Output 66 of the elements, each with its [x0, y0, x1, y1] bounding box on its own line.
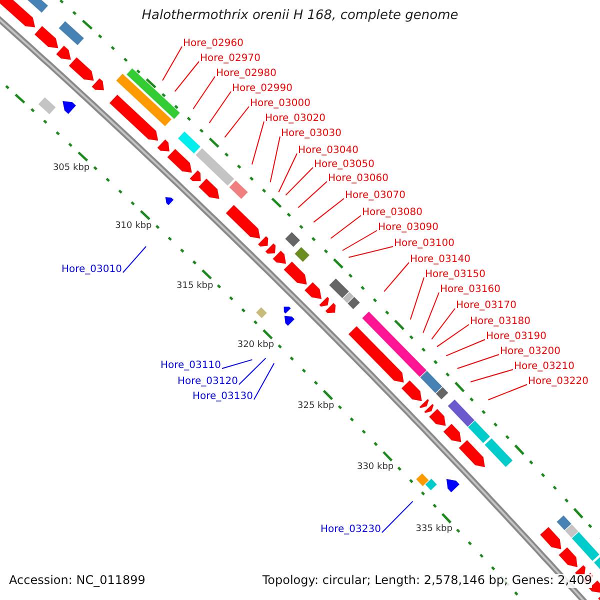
leader-line — [488, 384, 528, 400]
leader-line — [342, 230, 378, 251]
gene-label: Hore_03060 — [328, 173, 388, 184]
gene-label: Hore_03040 — [298, 145, 358, 156]
gene-label: Hore_02960 — [183, 38, 244, 50]
gene-label: Hore_03230 — [320, 524, 381, 536]
scale-label: 325 kbp — [296, 400, 336, 412]
leader-line — [384, 262, 410, 292]
gene-label: Hore_02990 — [232, 83, 292, 94]
scale-label: 335 kbp — [414, 524, 454, 534]
gene-label: Hore_02980 — [216, 68, 276, 80]
gene-label: Hore_03200 — [500, 346, 560, 358]
leader-line — [298, 181, 328, 208]
leader-line — [254, 362, 275, 400]
leader-line — [192, 76, 216, 110]
scale-label: 310 kbp — [114, 221, 153, 232]
gene-label: Hore_03120 — [178, 376, 238, 388]
leader-line — [422, 292, 440, 334]
gene-label: Hore_03130 — [192, 391, 253, 402]
leader-line — [348, 246, 394, 258]
leader-line — [436, 324, 470, 348]
leader-line — [252, 121, 264, 165]
leader-line — [208, 91, 232, 124]
gene-label: Hore_03190 — [486, 331, 546, 342]
leader-line — [382, 500, 414, 533]
leader-line — [410, 277, 424, 320]
gene-label: Hore_03140 — [410, 254, 470, 266]
leader-line — [270, 136, 280, 183]
gene-label: Hore_03150 — [425, 269, 486, 280]
leader-line — [222, 359, 253, 369]
leader-line — [313, 198, 344, 223]
gene-label: Hore_03100 — [394, 238, 454, 250]
scale-label: 330 kbp — [356, 462, 395, 472]
gene-label: Hore_03180 — [470, 316, 530, 328]
leader-line — [330, 215, 362, 239]
scale-label: 315 kbp — [176, 280, 214, 291]
leader-line — [224, 106, 250, 138]
gene-label: Hore_03160 — [440, 284, 500, 296]
leader-line — [238, 358, 266, 385]
gene-label: Hore_03010 — [62, 264, 122, 276]
title: Halothermothrix orenii H 168, complete genome — [140, 9, 460, 24]
scale-label: 305 kbp — [52, 162, 91, 174]
leader-line — [431, 308, 456, 340]
gene-label: Hore_03080 — [362, 207, 422, 218]
leader-line — [446, 339, 486, 356]
leader-line — [456, 354, 500, 369]
gene-label: Hore_03070 — [345, 190, 406, 202]
leader-line — [278, 153, 298, 193]
gene-label: Hore_02970 — [200, 53, 260, 64]
scale-label: 320 kbp — [236, 340, 276, 351]
gene-label: Hore_03170 — [456, 300, 516, 312]
leader-line — [470, 369, 514, 382]
gene-label: Hore_03090 — [378, 222, 438, 234]
gene-label: Hore_03050 — [314, 159, 374, 170]
accession-note: Accession: NC_011899 — [9, 574, 146, 588]
leader-line — [174, 61, 200, 92]
genome-stats-note: Topology: circular; Length: 2,578,146 bp; Genes: 2,409 — [262, 574, 592, 588]
gene-label: Hore_03020 — [265, 113, 326, 124]
leader-line — [162, 46, 182, 81]
gene-label: Hore_03210 — [514, 361, 574, 372]
leader-line — [122, 246, 146, 273]
gene-label: Hore_03000 — [250, 98, 310, 110]
leader-line — [285, 167, 314, 196]
gene-label: Hore_03110 — [160, 360, 221, 372]
gene-label: Hore_03030 — [281, 128, 342, 140]
gene-label: Hore_03220 — [528, 376, 588, 388]
